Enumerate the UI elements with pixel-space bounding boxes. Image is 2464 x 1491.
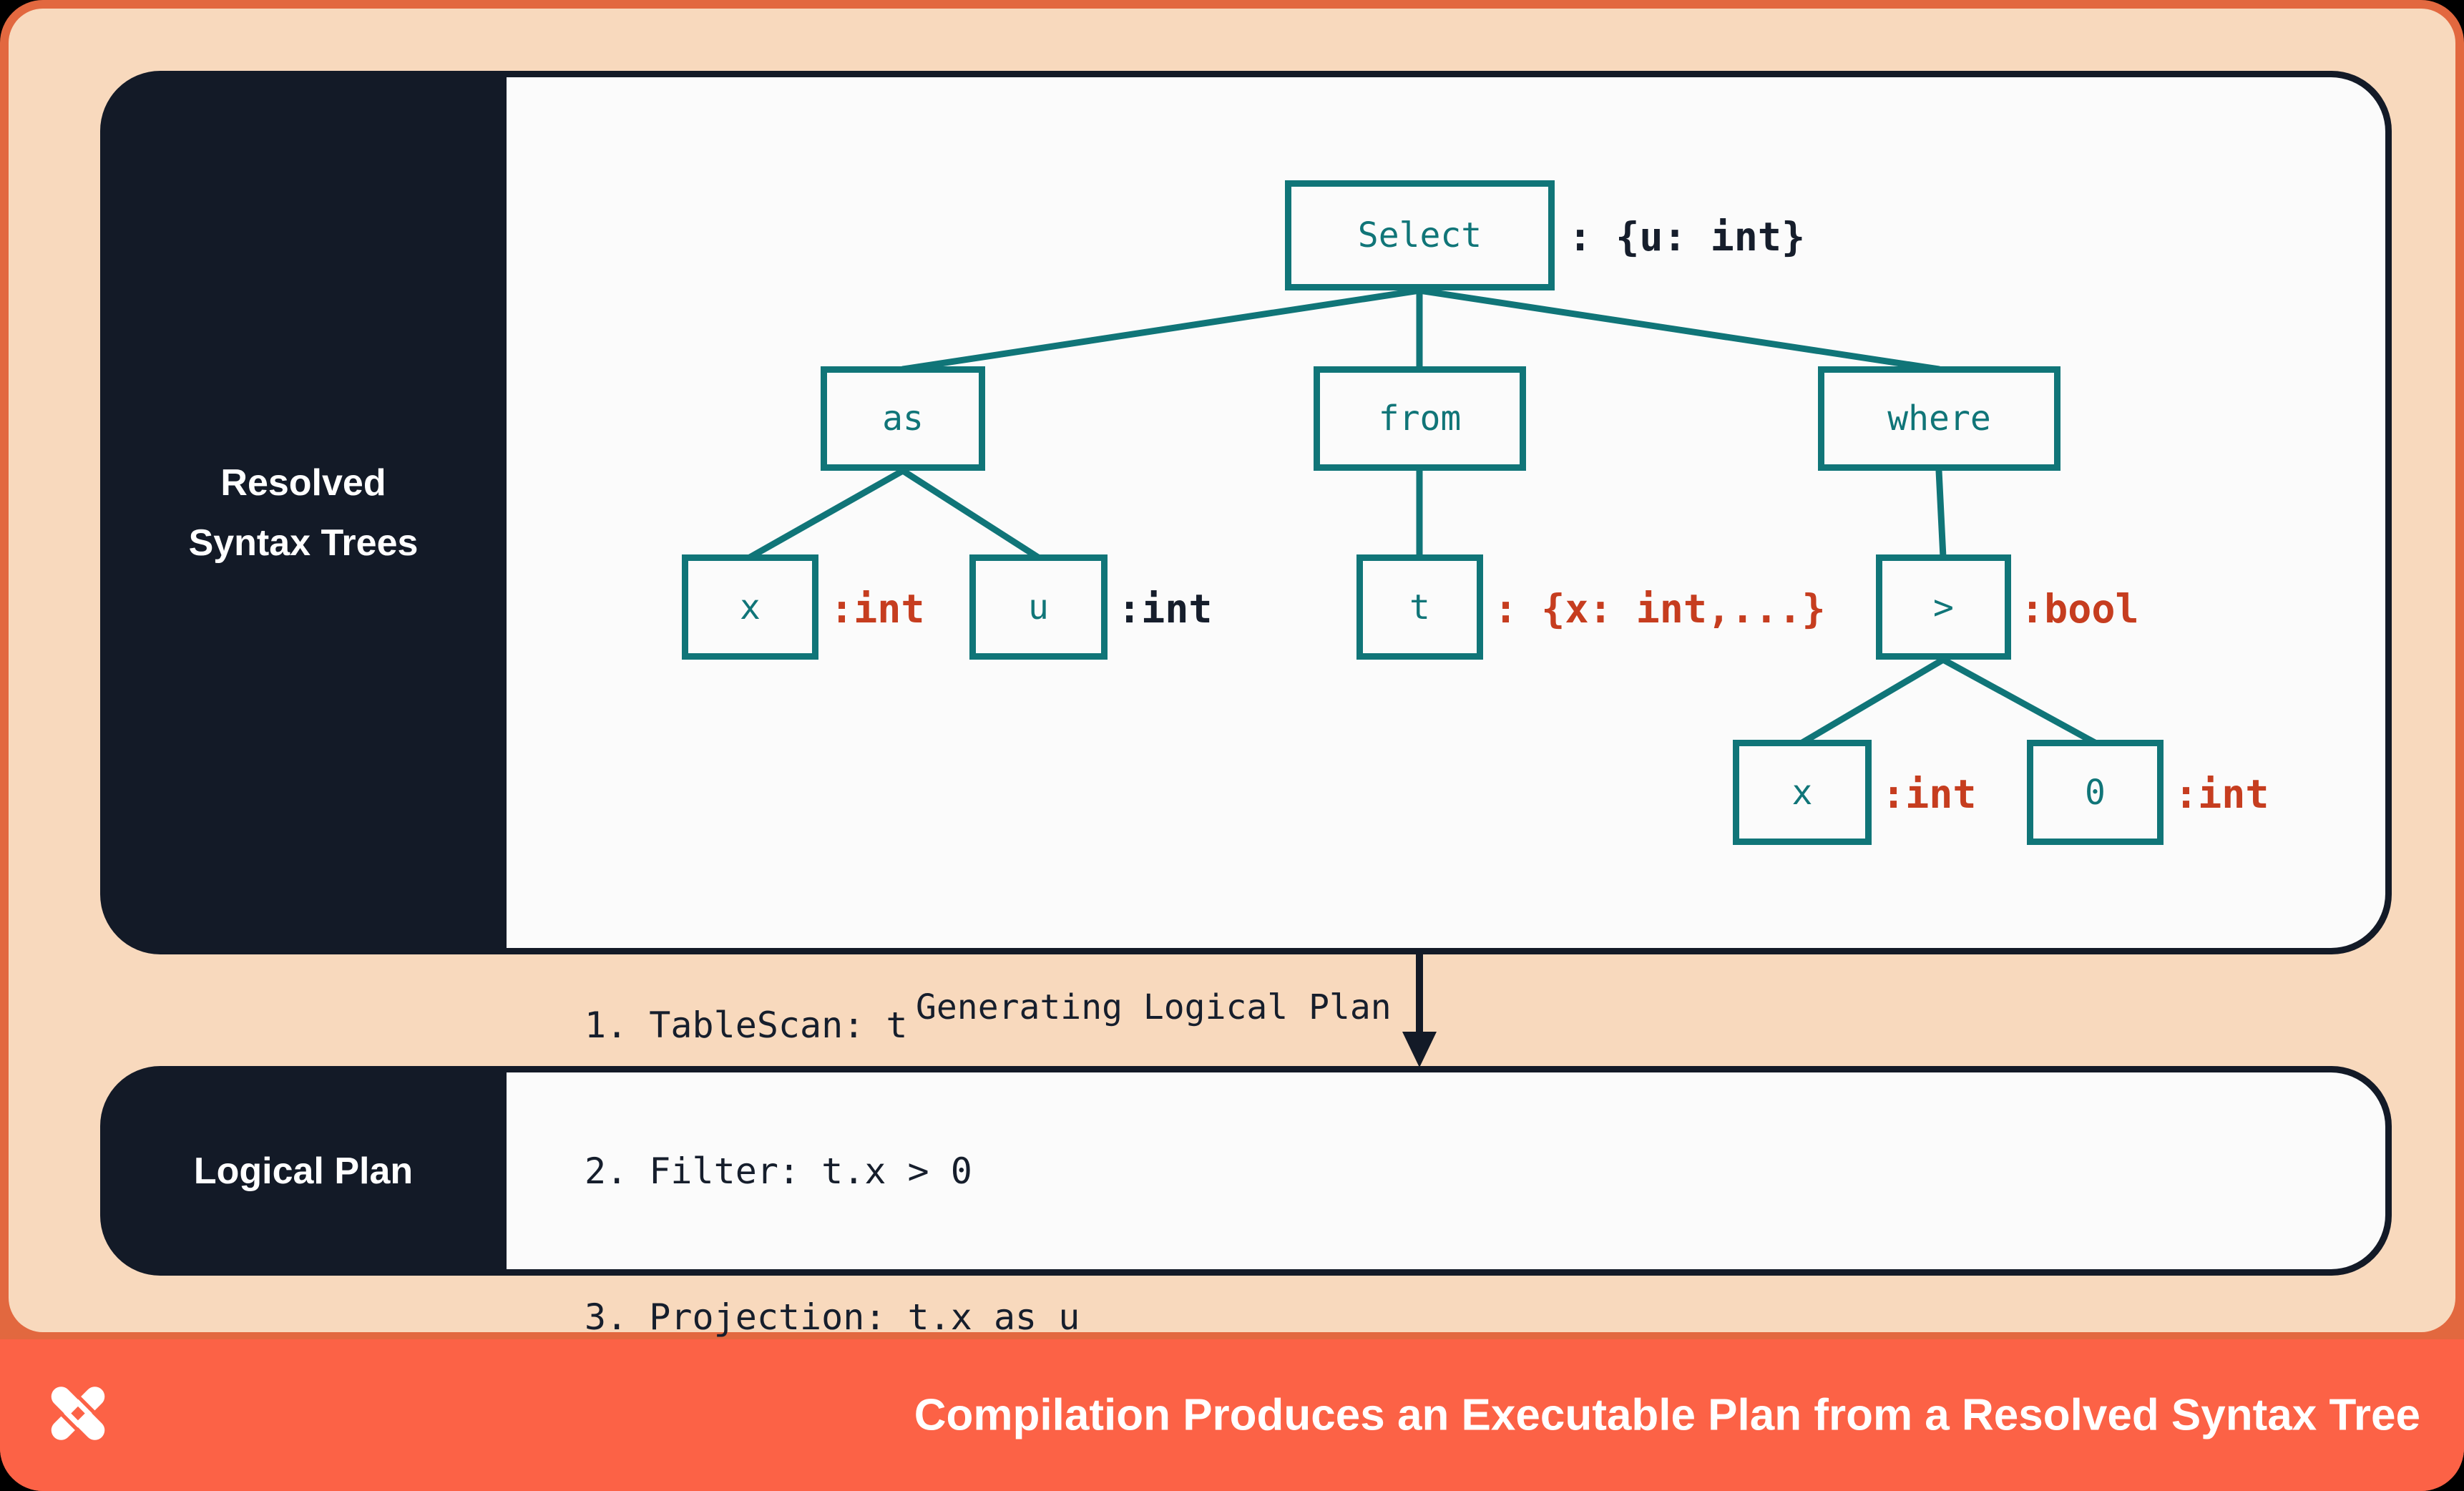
type-annotation-zero: :int xyxy=(2174,771,2269,817)
plan-step: 2. Filter: t.x > 0 xyxy=(585,1150,972,1192)
tree-node-label: from xyxy=(1378,399,1462,439)
tree-node-label: t xyxy=(1409,587,1430,627)
plan-step: 1. TableScan: t xyxy=(585,1004,908,1046)
dolt-pinwheel-logo-icon xyxy=(43,1379,113,1452)
tree-node-label: Select xyxy=(1357,215,1482,255)
tree-node-zero: 0 xyxy=(2027,740,2164,845)
type-annotation-x-leaf: :int xyxy=(1882,771,1977,817)
transition-label: Generating Logical Plan xyxy=(916,987,1392,1027)
tree-node-label: x xyxy=(740,587,761,627)
type-annotation-x: :int xyxy=(830,586,925,632)
tree-node-t: t xyxy=(1356,554,1483,660)
logical-plan-steps: 1. TableScan: t 2. Filter: t.x > 0 3. Pr… xyxy=(585,904,1080,1439)
tree-node-greater-than: > xyxy=(1876,554,2011,660)
tree-node-label: where xyxy=(1887,399,1991,439)
tree-node-label: x xyxy=(1791,772,1813,813)
tree-node-where: where xyxy=(1818,366,2060,471)
tree-node-label: 0 xyxy=(2085,772,2106,813)
tree-node-from: from xyxy=(1314,366,1526,471)
resolved-panel-title-line2: Syntax Trees xyxy=(188,522,419,564)
type-annotation-u: :int xyxy=(1118,586,1213,632)
tree-node-label: u xyxy=(1028,587,1049,627)
footer-bar: Compilation Produces an Executable Plan … xyxy=(0,1339,2464,1491)
logical-panel-title: Logical Plan xyxy=(193,1150,414,1192)
logical-plan-panel: Logical Plan 1. TableScan: t 2. Filter: … xyxy=(100,1004,2392,1338)
resolved-panel-title-line1: Resolved xyxy=(220,461,386,504)
type-annotation-select: : {u: int} xyxy=(1568,214,1806,260)
tree-node-u: u xyxy=(969,554,1108,660)
tree-node-select: Select xyxy=(1285,180,1555,290)
tree-node-label: > xyxy=(1933,587,1954,627)
tree-node-as: as xyxy=(821,366,985,471)
tree-node-x-leaf: x xyxy=(1733,740,1872,845)
tree-node-x: x xyxy=(682,554,818,660)
logical-panel-content: 1. TableScan: t 2. Filter: t.x > 0 3. Pr… xyxy=(507,1004,2385,1338)
type-annotation-greater-than: :bool xyxy=(2020,586,2139,632)
tree-node-label: as xyxy=(882,399,924,439)
type-annotation-t: : {x: int,...} xyxy=(1494,586,1826,632)
plan-step: 3. Projection: t.x as u xyxy=(585,1296,1080,1338)
footer-title: Compilation Produces an Executable Plan … xyxy=(914,1390,2420,1440)
resolved-panel-title: Resolved Syntax Trees xyxy=(100,453,507,573)
